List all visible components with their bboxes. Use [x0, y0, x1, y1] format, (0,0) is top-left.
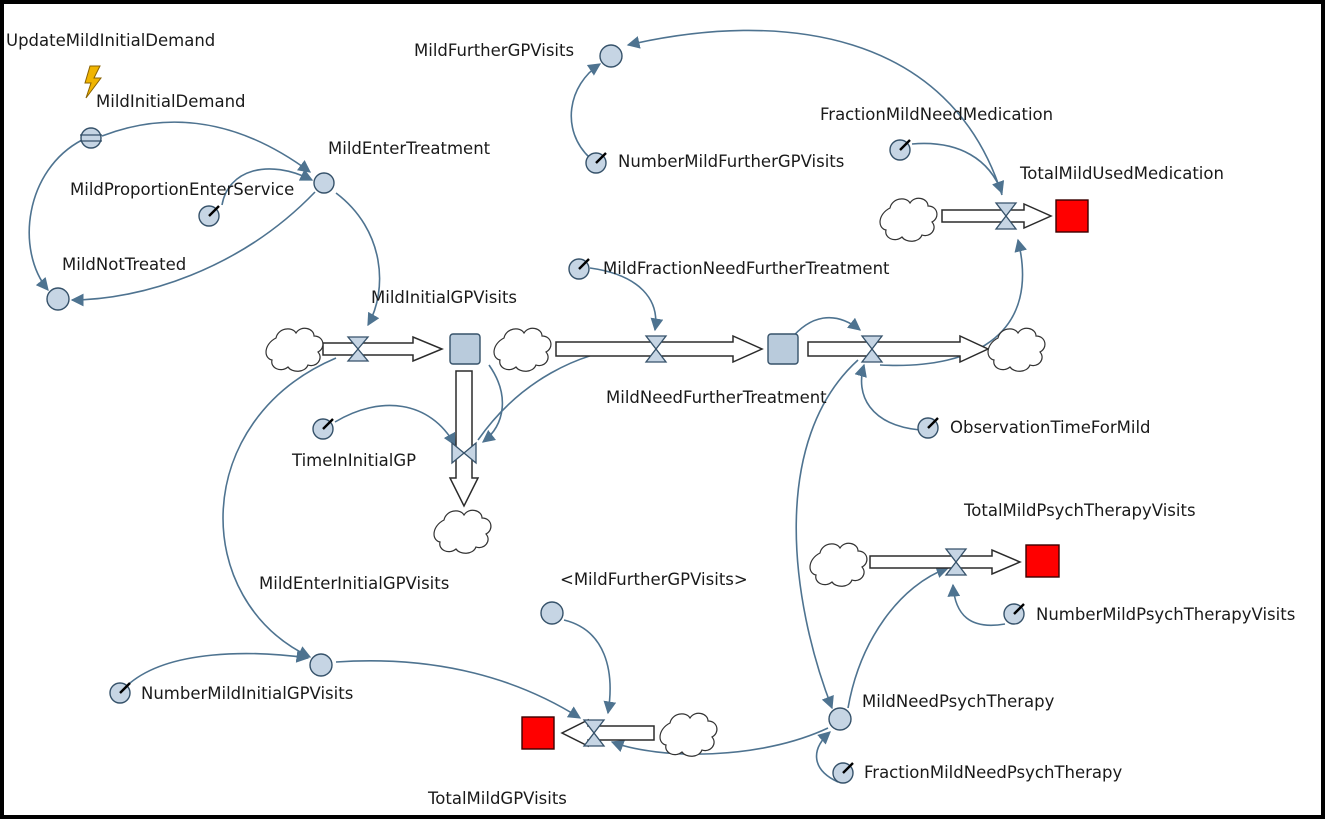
- pipe-initial-gp-inflow: [322, 335, 444, 363]
- link-enterinitial-gpvalve: [335, 660, 582, 719]
- link-proportion-enter: [221, 168, 314, 206]
- stock-mild-initial-gp-visits[interactable]: [449, 333, 481, 365]
- link-outvalve-needpsych: [795, 359, 859, 710]
- const-number-mild-initial-gp-visits[interactable]: [109, 682, 131, 704]
- link-enter-initialvalve: [335, 192, 381, 327]
- label-number-mild-psych-therapy-visits: NumberMildPsychTherapyVisits: [1036, 605, 1295, 624]
- link-initialvalve-enterinitial: [222, 357, 337, 658]
- cloud-source-further: [493, 327, 552, 372]
- valve-need-further-inflow[interactable]: [644, 335, 668, 363]
- label-total-mild-used-medication: TotalMildUsedMedication: [1019, 164, 1224, 183]
- link-fractionmed-medvalve: [911, 142, 1005, 195]
- link-needfurther-outvalve: [789, 316, 861, 341]
- label-observation-time-for-mild: ObservationTimeForMild: [950, 418, 1151, 437]
- node-mild-enter-initial-gp-visits[interactable]: [309, 653, 333, 677]
- node-mild-further-gp-visits-shadow[interactable]: [540, 601, 564, 625]
- link-initialdemand-nottreated: [28, 139, 83, 291]
- lightning-icon[interactable]: [84, 65, 102, 99]
- const-fraction-mild-need-psych-therapy[interactable]: [832, 762, 854, 784]
- link-numberinitial-enterinitial: [129, 650, 310, 684]
- stock-mild-need-further-treatment[interactable]: [767, 333, 799, 365]
- cloud-source-psych: [809, 542, 868, 587]
- auxiliaries: [46, 44, 852, 731]
- valve-total-gp-visits[interactable]: [582, 719, 606, 747]
- node-mild-enter-treatment[interactable]: [313, 172, 335, 194]
- link-numberpsych-psychvalve: [947, 583, 1006, 626]
- stock-total-mild-used-medication[interactable]: [1055, 199, 1089, 233]
- cloud-sink-further: [987, 327, 1046, 372]
- label-mild-fraction-need-further-treatment: MildFractionNeedFurtherTreatment: [603, 259, 890, 278]
- label-time-in-initial-gp: TimeInInitialGP: [291, 451, 416, 470]
- node-mild-initial-demand[interactable]: [80, 127, 102, 149]
- const-fraction-mild-need-medication[interactable]: [889, 139, 911, 161]
- label-number-mild-initial-gp-visits: NumberMildInitialGPVisits: [141, 684, 353, 703]
- valve-psych-therapy[interactable]: [944, 548, 968, 576]
- label-mild-enter-treatment: MildEnterTreatment: [328, 139, 491, 158]
- const-observation-time-for-mild[interactable]: [917, 417, 939, 439]
- link-fraction-furthervalve: [589, 267, 664, 332]
- valve-initial-gp-inflow[interactable]: [346, 336, 370, 362]
- node-mild-further-gp-visits[interactable]: [599, 44, 623, 68]
- const-number-mild-further-gp-visits[interactable]: [585, 152, 607, 174]
- label-mild-need-further-treatment: MildNeedFurtherTreatment: [606, 388, 827, 407]
- link-numberfurther-furthergp: [570, 63, 602, 159]
- const-mild-fraction-need-further-treatment[interactable]: [568, 258, 590, 280]
- stocks: [449, 199, 1089, 750]
- label-mild-enter-initial-gp-visits: MildEnterInitialGPVisits: [259, 574, 449, 593]
- link-outvalve-furthergp: [626, 29, 1003, 196]
- valve-used-medication[interactable]: [994, 202, 1018, 230]
- label-mild-proportion-enter-service: MildProportionEnterService: [70, 180, 294, 199]
- link-outvalve-medvalve: [879, 238, 1027, 367]
- const-time-in-initial-gp[interactable]: [312, 418, 334, 440]
- pipe-need-further-inflow: [555, 334, 764, 364]
- constants: [109, 139, 1025, 784]
- node-mild-not-treated[interactable]: [46, 287, 70, 311]
- link-shadow-gpvalve: [563, 619, 617, 715]
- link-initialdemand-enter: [101, 121, 312, 173]
- cloud-sink-initial: [433, 509, 492, 554]
- label-number-mild-further-gp-visits: NumberMildFurtherGPVisits: [618, 152, 844, 171]
- pipe-need-further-outflow: [807, 334, 990, 364]
- flow-pipes: [322, 202, 1053, 748]
- link-stock-outvalve: [481, 364, 504, 443]
- clouds: [265, 197, 1046, 757]
- link-needpsych-psychvalve: [847, 565, 950, 709]
- cloud-source-gp-visits: [659, 712, 718, 757]
- node-mild-need-psych-therapy[interactable]: [828, 707, 852, 731]
- label-mild-further-gp-visits-shadow: <MildFurtherGPVisits>: [560, 570, 748, 589]
- label-fraction-mild-need-psych-therapy: FractionMildNeedPsychTherapy: [864, 763, 1122, 782]
- link-needpsych-gpvalve: [610, 727, 829, 755]
- label-update-mild-initial-demand: UpdateMildInitialDemand: [6, 31, 215, 50]
- pipe-total-gp-visits: [560, 718, 655, 748]
- label-mild-initial-demand: MildInitialDemand: [96, 92, 246, 111]
- label-fraction-mild-need-medication: FractionMildNeedMedication: [820, 105, 1053, 124]
- label-mild-initial-gp-visits: MildInitialGPVisits: [371, 288, 517, 307]
- label-mild-not-treated: MildNotTreated: [62, 255, 186, 274]
- cloud-source-initial: [265, 327, 324, 372]
- link-enter-nottreated: [70, 191, 316, 307]
- label-total-mild-psych-therapy-visits: TotalMildPsychTherapyVisits: [963, 501, 1196, 520]
- label-total-mild-gp-visits: TotalMildGPVisits: [427, 789, 567, 808]
- label-mild-further-gp-visits: MildFurtherGPVisits: [414, 41, 574, 60]
- stock-total-mild-psych-therapy-visits[interactable]: [1025, 544, 1060, 578]
- valves: [346, 202, 1018, 747]
- const-number-mild-psych-therapy-visits[interactable]: [1003, 603, 1025, 625]
- label-mild-need-psych-therapy: MildNeedPsychTherapy: [862, 692, 1055, 711]
- causal-links: [28, 29, 1027, 783]
- valve-need-further-outflow[interactable]: [860, 335, 884, 363]
- pipe-psych-therapy: [869, 548, 1022, 576]
- labels: UpdateMildInitialDemand MildInitialDeman…: [6, 31, 1295, 808]
- cloud-source-medication: [879, 197, 938, 242]
- const-mild-proportion-enter-service[interactable]: [198, 205, 220, 227]
- pipe-initial-gp-outflow: [448, 370, 480, 508]
- link-time-outvalve: [334, 404, 456, 447]
- link-observation-outvalve: [854, 363, 921, 431]
- link-fractionpsych-needpsych: [815, 731, 839, 783]
- pipe-used-medication: [941, 202, 1053, 230]
- stock-total-mild-gp-visits[interactable]: [521, 716, 555, 750]
- valve-initial-gp-outflow[interactable]: [451, 441, 477, 465]
